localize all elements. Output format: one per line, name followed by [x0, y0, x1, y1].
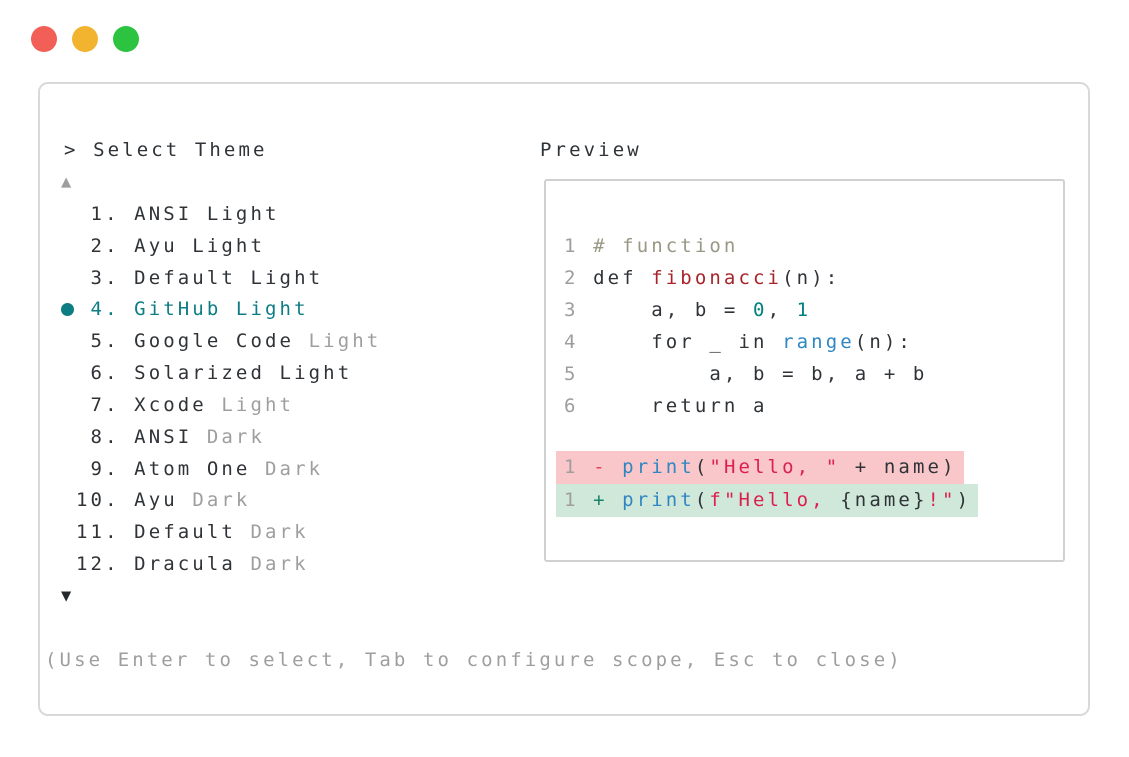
theme-list-item[interactable]: 5. Google Code Light — [59, 325, 381, 357]
preview-title: Preview — [540, 139, 642, 161]
bullet-placeholder — [59, 556, 76, 573]
scroll-down-icon[interactable]: ▼ — [61, 586, 75, 606]
theme-item-label: 1. ANSI Light — [76, 202, 280, 225]
theme-list-item[interactable]: 4. GitHub Light — [59, 293, 381, 325]
minimize-button-icon[interactable] — [72, 26, 98, 52]
diff-line-deletion: 1 - print("Hello, " + name) — [556, 451, 964, 484]
theme-list-item[interactable]: 6. Solarized Light — [59, 357, 381, 389]
theme-list: 1. ANSI Light 2. Ayu Light 3. Default Li… — [59, 198, 381, 580]
bullet-placeholder — [59, 524, 76, 541]
theme-item-label: 2. Ayu Light — [76, 234, 266, 257]
theme-item-label: 7. Xcode Light — [76, 393, 295, 416]
bullet-placeholder — [59, 428, 76, 445]
theme-item-label: 10. Ayu Dark — [76, 489, 251, 512]
theme-item-label: 6. Solarized Light — [76, 362, 353, 385]
bullet-placeholder — [59, 237, 76, 254]
code-line: 3 a, b = 0, 1 — [564, 299, 812, 321]
theme-item-label: 8. ANSI Dark — [76, 425, 266, 448]
code-line: 1 # function — [564, 235, 739, 257]
theme-list-item[interactable]: 7. Xcode Light — [59, 389, 381, 421]
bullet-placeholder — [59, 460, 76, 477]
theme-item-label: 5. Google Code Light — [76, 330, 382, 353]
theme-list-item[interactable]: 2. Ayu Light — [59, 230, 381, 262]
theme-item-label: 11. Default Dark — [76, 521, 309, 544]
bullet-placeholder — [59, 269, 76, 286]
theme-item-label: 9. Atom One Dark — [76, 457, 324, 480]
code-line: 4 for _ in range(n): — [564, 331, 913, 353]
theme-list-item[interactable]: 10. Ayu Dark — [59, 484, 381, 516]
bullet-placeholder — [59, 365, 76, 382]
keyboard-hints: (Use Enter to select, Tab to configure s… — [45, 649, 903, 671]
selected-bullet-icon — [59, 301, 76, 318]
theme-list-item[interactable]: 11. Default Dark — [59, 516, 381, 548]
theme-item-label: 4. GitHub Light — [76, 298, 309, 321]
select-theme-prompt: > Select Theme — [64, 139, 268, 161]
theme-list-item[interactable]: 3. Default Light — [59, 262, 381, 294]
theme-picker-panel: > Select Theme Preview ▲ 1. ANSI Light 2… — [38, 82, 1090, 716]
close-button-icon[interactable] — [31, 26, 57, 52]
theme-item-label: 3. Default Light — [76, 266, 324, 289]
maximize-button-icon[interactable] — [113, 26, 139, 52]
blank-line — [564, 422, 978, 451]
theme-list-item[interactable]: 12. Dracula Dark — [59, 548, 381, 580]
bullet-placeholder — [59, 492, 76, 509]
theme-list-item[interactable]: 9. Atom One Dark — [59, 453, 381, 485]
theme-item-label: 12. Dracula Dark — [76, 553, 309, 576]
bullet-placeholder — [59, 333, 76, 350]
diff-line-addition: 1 + print(f"Hello, {name}!") — [556, 484, 979, 517]
code-preview: 1 # function 2 def fibonacci(n): 3 a, b = … — [556, 230, 979, 517]
preview-box: 1 # function 2 def fibonacci(n): 3 a, b = … — [544, 179, 1065, 562]
window-controls — [31, 26, 139, 52]
bullet-placeholder — [59, 205, 76, 222]
code-line: 6 return a — [564, 395, 768, 417]
theme-list-item[interactable]: 8. ANSI Dark — [59, 421, 381, 453]
code-line: 2 def fibonacci(n): — [564, 267, 841, 289]
scroll-up-icon[interactable]: ▲ — [61, 172, 75, 192]
theme-list-item[interactable]: 1. ANSI Light — [59, 198, 381, 230]
code-line: 5 a, b = b, a + b — [564, 363, 928, 385]
bullet-placeholder — [59, 396, 76, 413]
